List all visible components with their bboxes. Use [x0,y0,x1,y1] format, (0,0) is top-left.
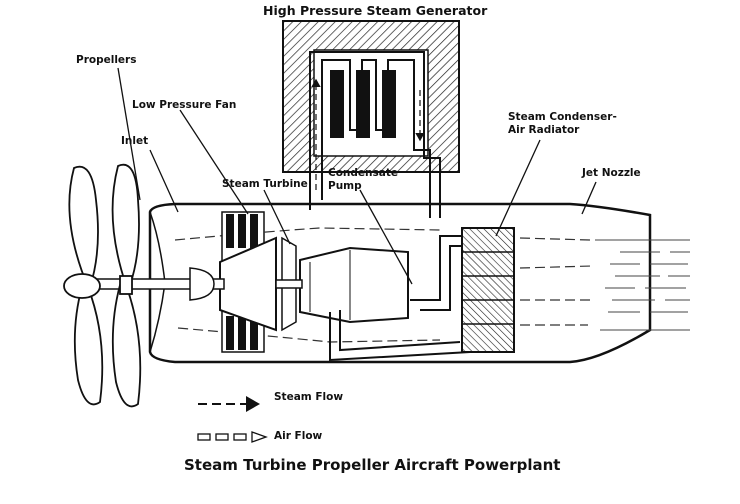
steam-generator [282,20,460,218]
steam-turbine [219,236,409,332]
exhaust-plume [595,239,690,331]
leader-lines [117,67,597,285]
label-steam-turbine: Steam Turbine [222,178,308,190]
shaft [95,267,303,301]
label-jet-nozzle: Jet Nozzle [582,167,641,179]
condensate-loop [329,235,471,362]
label-condenser: Steam Condenser-Air Radiator [508,111,617,136]
label-low-pressure-fan: Low Pressure Fan [132,99,237,111]
legend-air-flow-label: Air Flow [274,430,323,442]
diagram-title: High Pressure Steam Generator [263,3,488,18]
label-condensate-pump: Condensate Pump [328,167,398,192]
label-inlet: Inlet [121,135,149,147]
condenser-radiator [461,227,515,353]
diagram-caption: Steam Turbine Propeller Aircraft Powerpl… [184,456,561,474]
legend-steam-flow-label: Steam Flow [274,391,344,403]
label-propellers: Propellers [76,54,137,66]
propellers [63,163,142,408]
legend-air-flow-symbol [197,431,268,443]
